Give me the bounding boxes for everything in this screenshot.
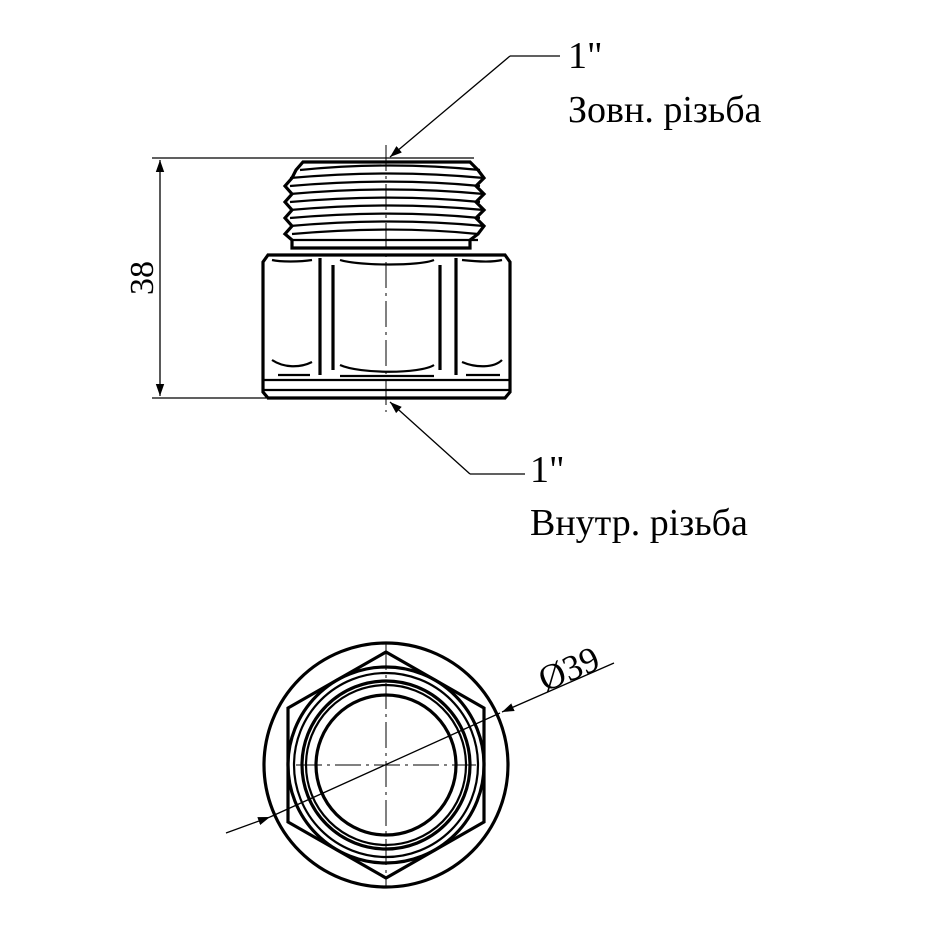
inner-thread-label: Внутр. різьба [530, 502, 748, 544]
height-dimension: 38 [124, 157, 300, 399]
outer-thread-callout: 1" Зовн. різьба [389, 35, 762, 158]
outer-thread-size: 1" [568, 35, 603, 77]
side-view: 38 1" Зовн. різьба 1" Внутр. різьба [124, 35, 762, 544]
height-dimension-value: 38 [124, 261, 161, 295]
outer-thread-body [282, 157, 487, 250]
diameter-dimension-value: Ø39 [532, 638, 605, 699]
inner-thread-size: 1" [530, 449, 565, 491]
outer-circle [262, 641, 510, 889]
diameter-dimension: Ø39 [225, 638, 615, 834]
hex-body [261, 253, 512, 400]
inner-thread-callout: 1" Внутр. різьба [389, 401, 748, 544]
outer-thread-label: Зовн. різьба [568, 89, 762, 131]
top-view: Ø39 [225, 638, 615, 889]
